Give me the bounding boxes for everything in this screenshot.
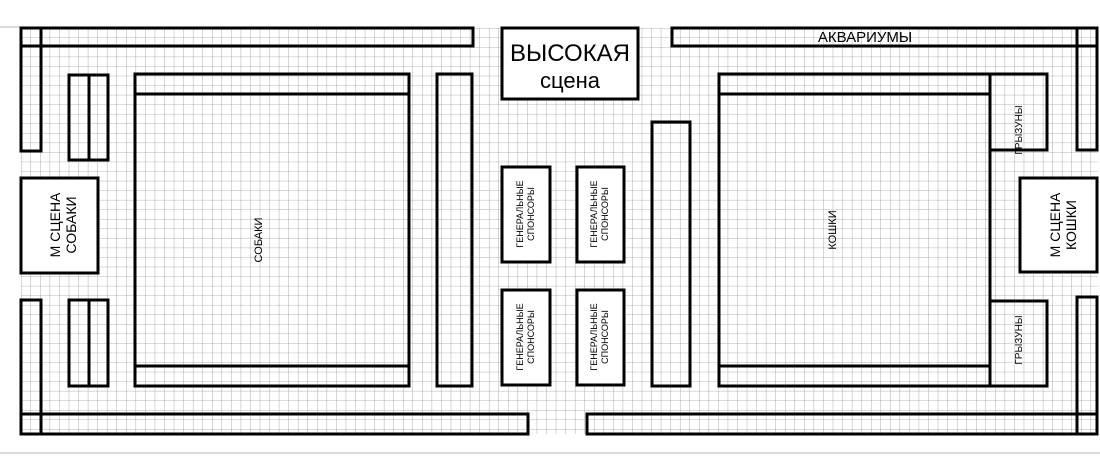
rodents-top-box [988, 72, 1049, 152]
main-stage-label-1: ВЫСОКАЯ [510, 40, 630, 67]
cats-label: КОШКИ [827, 210, 839, 249]
dogs-label: СОБАКИ [253, 218, 265, 263]
dogs-area [133, 72, 411, 388]
sponsor-box-2 [575, 165, 626, 264]
small-stage-dogs-label-2: СОБАКИ [63, 196, 79, 253]
sponsor-1-label-1: ГЕНЕРАЛЬНЫЕ [515, 180, 525, 247]
small-stage-dogs [19, 176, 100, 275]
main-stage-label-2: сцена [540, 68, 601, 93]
sponsor-4-label-2: СПОНСОРЫ [600, 310, 610, 364]
sponsor-4-label-1: ГЕНЕРАЛЬНЫЕ [589, 303, 599, 370]
sponsor-2-label-2: СПОНСОРЫ [600, 187, 610, 241]
sponsor-box-3 [500, 288, 552, 387]
bottom-left-wall [19, 412, 530, 436]
small-stage-cats-label-1: М СЦЕНА [1047, 192, 1063, 257]
main-stage [500, 26, 640, 101]
rodents-bottom-box [988, 299, 1049, 388]
sponsor-box-1 [500, 165, 552, 264]
aquariums-label: АКВАРИУМЫ [818, 29, 912, 46]
rodents-top-label: ГРЫЗУНЫ [1014, 105, 1025, 154]
left-top-wall [19, 26, 43, 153]
sponsor-box-4 [575, 288, 626, 387]
small-stage-dogs-label-1: М СЦЕНА [47, 192, 63, 257]
small-stage-cats [1018, 176, 1099, 274]
sponsor-3-label-2: СПОНСОРЫ [526, 310, 536, 364]
small-stage-cats-label-2: КОШКИ [1063, 200, 1079, 250]
rodents-bottom-label: ГРЫЗУНЫ [1014, 315, 1025, 364]
right-center-strip [650, 120, 692, 388]
right-bottom-wall [1075, 295, 1099, 436]
right-top-wall [1075, 26, 1099, 152]
sponsor-1-label-2: СПОНСОРЫ [526, 187, 536, 241]
sponsor-2-label-1: ГЕНЕРАЛЬНЫЕ [589, 180, 599, 247]
left-center-strip [435, 72, 474, 388]
cats-area [717, 72, 992, 388]
sponsor-3-label-1: ГЕНЕРАЛЬНЫЕ [515, 303, 525, 370]
